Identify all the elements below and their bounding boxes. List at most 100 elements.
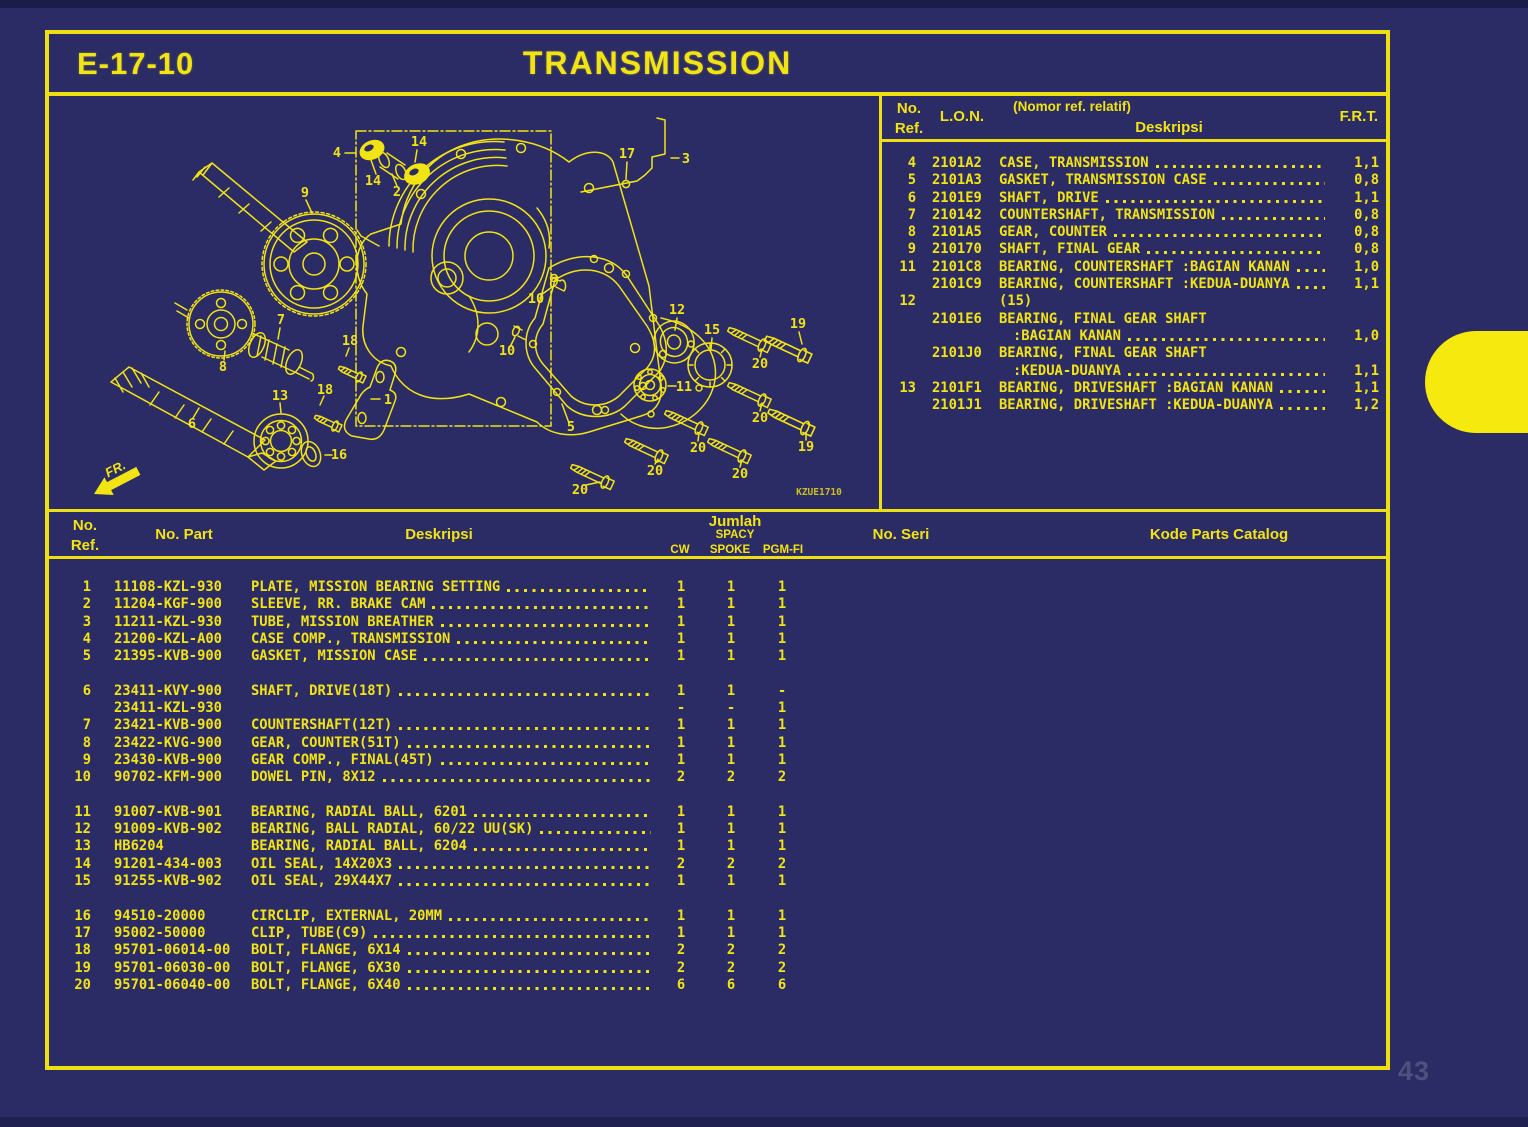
callout-numbers: 4 14 14 2 9 7 8 6 13 18 18 1 16 17 3 10 … (188, 134, 814, 498)
description-text: CIRCLIP, EXTERNAL, 20MM (251, 907, 443, 924)
lon-header-lon: L.O.N. (939, 108, 985, 125)
cell-description: BOLT, FLANGE, 6X14 (251, 942, 656, 958)
description-text: GEAR, COUNTER(51T) (251, 734, 401, 751)
description-text: BEARING, COUNTERSHAFT :KEDUA-DUANYA (999, 276, 1290, 293)
cell-ref-number: 7 (82, 717, 91, 734)
diagram-code: KZUE1710 (796, 487, 842, 498)
description-text: TUBE, MISSION BREATHER (251, 613, 434, 630)
cell-qty-spoke: 6 (726, 976, 736, 993)
cell-qty-cw: 2 (676, 769, 686, 786)
description-text: SLEEVE, RR. BRAKE CAM (251, 596, 426, 613)
cell-part-number: 95701-06014-00 (114, 942, 231, 959)
cell-frt-value: 1,1 (1354, 379, 1379, 396)
cell-lon-code: 2101J0 (932, 345, 982, 362)
cell-description: DOWEL PIN, 8X12 (251, 769, 656, 785)
cell-description: BEARING, FINAL GEAR SHAFT (990, 311, 1330, 327)
cell-qty-spoke: 1 (726, 838, 736, 855)
cell-part-number: 21395-KVB-900 (114, 648, 222, 665)
driveshaft-bearing (253, 413, 309, 469)
cell-qty-cw: 1 (676, 873, 686, 890)
cell-frt-value: 1,1 (1354, 362, 1379, 379)
callout-20b: 20 (752, 410, 768, 426)
counter-gear (174, 289, 256, 359)
callout-14b: 14 (365, 173, 381, 189)
cell-ref-number: 3 (82, 613, 91, 630)
cell-qty-spoke: 1 (726, 648, 736, 665)
description-text: BEARING, DRIVESHAFT :BAGIAN KANAN (999, 379, 1274, 396)
cell-qty-pgm-fi: 1 (777, 648, 787, 665)
cell-part-number: 94510-20000 (114, 907, 206, 924)
cell-qty-cw: 1 (676, 596, 686, 613)
cell-qty-pgm-fi: 1 (777, 717, 787, 734)
cell-description: CASE COMP., TRANSMISSION (251, 630, 656, 647)
cell-qty-cw: 1 (676, 924, 686, 941)
cell-description: :KEDUA-DUANYA (990, 362, 1330, 379)
callout-20e: 20 (647, 463, 663, 479)
cell-qty-pgm-fi: 1 (777, 821, 787, 838)
callout-17: 17 (619, 146, 635, 162)
cell-part-number: 91007-KVB-901 (114, 803, 222, 820)
callout-19b: 19 (798, 439, 814, 455)
callout-15: 15 (704, 322, 720, 338)
lon-header-no-ref: No. Ref. (894, 100, 924, 137)
cell-qty-cw: 2 (676, 959, 686, 976)
dot-leader (424, 648, 651, 662)
cell-qty-cw: 6 (676, 976, 686, 993)
parts-header-no-part: No. Part (155, 526, 213, 543)
cell-part-number: HB6204 (114, 838, 164, 855)
dot-leader (540, 821, 651, 835)
lon-table-header: No. Ref. L.O.N. (Nomor ref. relatif) Des… (882, 96, 1386, 142)
cell-qty-pgm-fi: 1 (777, 613, 787, 630)
cell-description: BEARING, DRIVESHAFT :BAGIAN KANAN (990, 379, 1330, 396)
callout-20a: 20 (752, 356, 768, 372)
cell-part-number: 95002-50000 (114, 924, 206, 941)
section-code: E-17-10 (77, 46, 195, 81)
cell-part-number: 90702-KFM-900 (114, 769, 222, 786)
cell-description: (15) (990, 293, 1330, 309)
dot-leader (407, 959, 651, 973)
cell-qty-cw: 1 (676, 630, 686, 647)
scan-edge-shadow-top (0, 0, 1528, 8)
oil-seals-14 (359, 139, 430, 185)
final-gear-shaft (192, 162, 367, 317)
cell-ref-number: 1 (82, 579, 91, 595)
cell-description: SLEEVE, RR. BRAKE CAM (251, 596, 656, 612)
countershaft-pinion (247, 332, 315, 382)
cell-description: SHAFT, DRIVE(18T) (251, 682, 656, 699)
dot-leader (374, 924, 651, 938)
cell-qty-cw: - (676, 700, 686, 717)
cell-frt-value: 0,8 (1354, 206, 1379, 223)
dot-leader (473, 803, 651, 817)
cell-description: BEARING, DRIVESHAFT :KEDUA-DUANYA (990, 397, 1330, 413)
dot-leader (440, 613, 651, 627)
cell-description: BEARING, RADIAL BALL, 6204 (251, 838, 656, 854)
cell-description: BEARING, COUNTERSHAFT :KEDUA-DUANYA (990, 276, 1330, 292)
description-text: BEARING, BALL RADIAL, 60/22 UU(SK) (251, 821, 534, 838)
cell-description: CLIP, TUBE(C9) (251, 924, 656, 941)
index-thumb-tab (1425, 331, 1528, 433)
cell-ref-number: 6 (907, 189, 916, 206)
description-text: GEAR COMP., FINAL(45T) (251, 751, 434, 768)
callout-leader-lines (192, 149, 807, 486)
lon-header-relative-note: (Nomor ref. relatif) (1013, 99, 1131, 114)
cell-qty-pgm-fi: 1 (777, 630, 787, 647)
cell-description: BEARING, COUNTERSHAFT :BAGIAN KANAN (990, 258, 1330, 275)
cell-part-number: 23421-KVB-900 (114, 717, 222, 734)
assembly-dashed-box (355, 130, 552, 427)
callout-20c: 20 (690, 440, 706, 456)
description-text: (15) (999, 293, 1033, 310)
cell-qty-pgm-fi: 2 (777, 942, 787, 959)
cell-qty-cw: 1 (676, 821, 686, 838)
